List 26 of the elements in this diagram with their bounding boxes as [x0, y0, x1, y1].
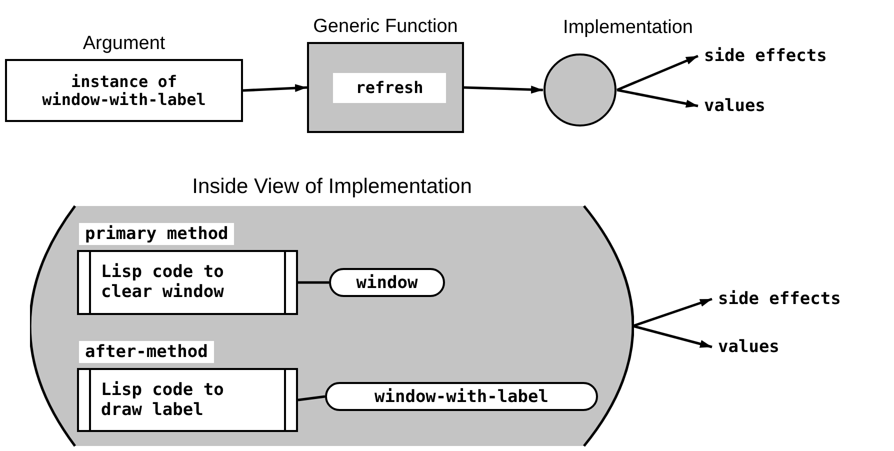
argument-name: window [356, 274, 418, 292]
output-label: side effects [704, 47, 827, 65]
output-label: values [704, 97, 766, 115]
argument-text: instance of window-with-label [41, 72, 207, 108]
argument-name: window-with-label [374, 388, 548, 406]
code-text: Lisp code to clear window [89, 252, 286, 313]
connector-line [298, 281, 329, 284]
arrow [616, 88, 698, 108]
heading: Generic Function [313, 16, 458, 38]
output-label: values [718, 338, 780, 356]
arrow [464, 86, 544, 94]
arrow [616, 54, 698, 92]
arrow [632, 324, 712, 348]
heading: Argument [82, 33, 166, 55]
heading: Implementation [563, 17, 693, 39]
heading: Inside View of Implementation [192, 175, 472, 199]
connector-line [298, 395, 326, 402]
argument-pill [325, 382, 598, 411]
method-label: after-method [79, 341, 214, 363]
code-text: Lisp code to draw label [89, 370, 286, 430]
arrow [242, 84, 308, 92]
output-label: side effects [718, 290, 841, 308]
argument-pill [329, 268, 445, 297]
method-label: primary method [79, 223, 234, 245]
arrow [632, 298, 712, 328]
function-name: refresh [333, 73, 446, 103]
